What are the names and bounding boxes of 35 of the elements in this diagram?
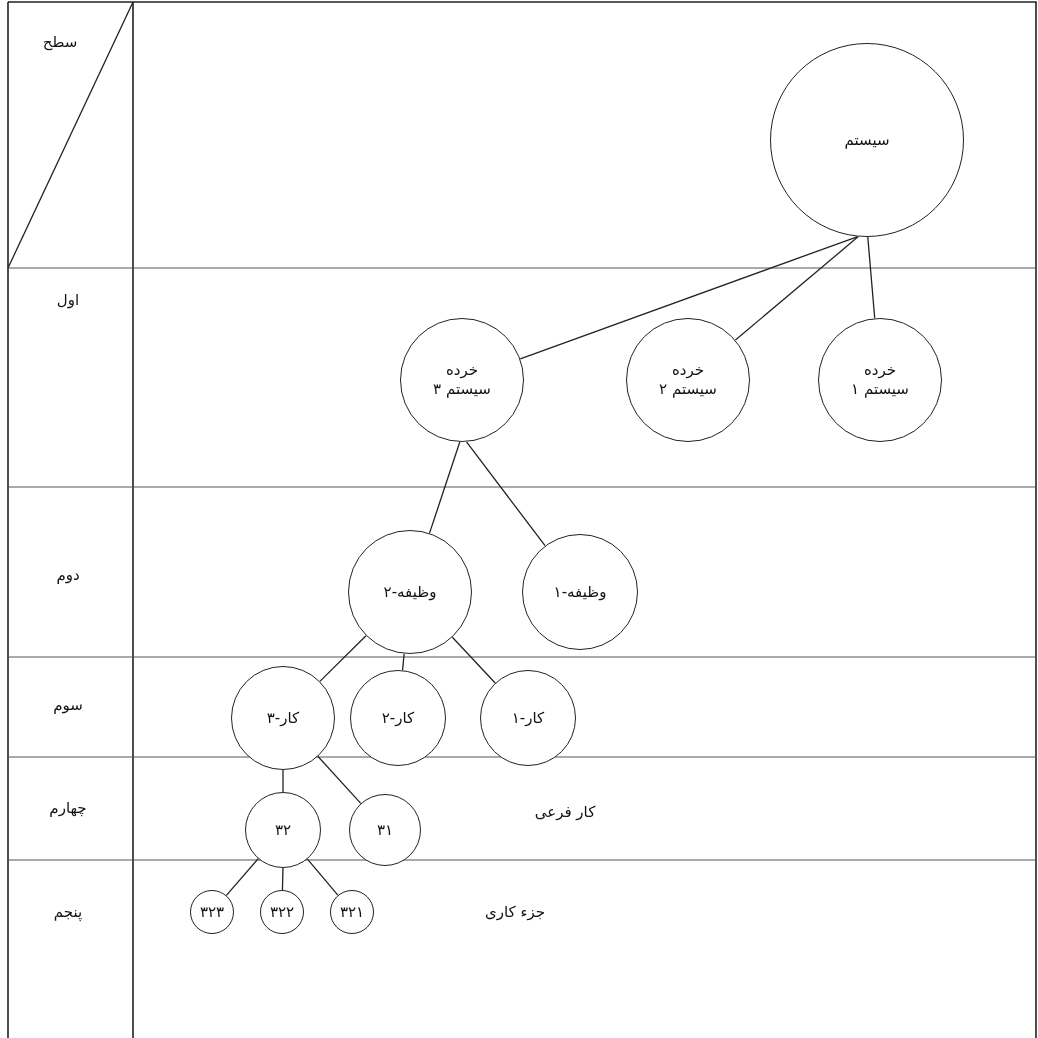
connector-line	[306, 858, 339, 896]
connector-line	[317, 755, 362, 805]
circle-node: کار-۲	[350, 670, 446, 766]
connector-line	[225, 858, 259, 896]
circle-node: ۳۲۳	[190, 890, 234, 934]
connector-line	[734, 235, 859, 341]
connector-line	[401, 653, 405, 671]
connector-line	[319, 635, 367, 683]
connector-line	[465, 441, 546, 547]
connector-line	[451, 636, 496, 684]
connector-line	[281, 867, 284, 891]
level-label: سوم	[53, 696, 83, 714]
level-label: اول	[56, 291, 80, 309]
level-label: کار فرعی	[534, 803, 596, 821]
circle-node: خرده سیستم ۱	[818, 318, 942, 442]
circle-node: سیستم	[770, 43, 964, 237]
level-label: پنجم	[53, 903, 83, 921]
circle-node: کار-۱	[480, 670, 576, 766]
level-label: دوم	[56, 566, 80, 584]
circle-node: خرده سیستم ۲	[626, 318, 750, 442]
circle-node: ۳۲	[245, 792, 321, 868]
level-label: جزء کاری	[484, 903, 546, 921]
connector-line	[428, 441, 461, 534]
circle-node: خرده سیستم ۳	[400, 318, 524, 442]
circle-node: ۳۱	[349, 794, 421, 866]
connector-line	[867, 236, 876, 319]
circle-node: ۳۲۱	[330, 890, 374, 934]
level-label: سطح	[42, 33, 78, 51]
connector-line	[519, 235, 859, 360]
circle-node: وظیفه-۲	[348, 530, 472, 654]
circle-node: ۳۲۲	[260, 890, 304, 934]
level-label: چهارم	[49, 799, 87, 817]
connector-line	[282, 769, 284, 793]
circle-node: کار-۳	[231, 666, 335, 770]
circle-node: وظیفه-۱	[522, 534, 638, 650]
